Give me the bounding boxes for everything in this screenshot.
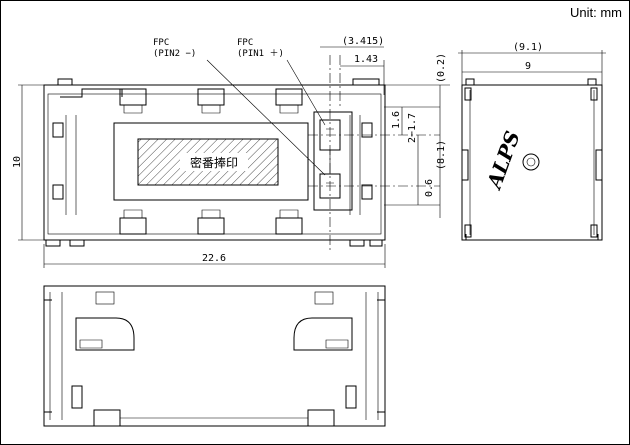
dim-226: 22.6 (202, 253, 226, 264)
dim-2-17: 2−1.7 (407, 113, 418, 143)
side-view: ALPS (9.1) 9 (458, 42, 606, 241)
top-view-body (43, 84, 386, 241)
side-view-body (461, 84, 603, 241)
top-view: 密番捧印 (43, 55, 440, 250)
dim-91: (9.1) (513, 42, 543, 53)
seal-print-text: 密番捧印 (190, 155, 238, 170)
fpc-pin2-title: FPC (153, 38, 169, 48)
dim-10: 10 (12, 156, 23, 168)
dim-02: (0.2) (436, 53, 447, 83)
dim-81: (8.1) (436, 140, 447, 170)
fpc-pin2-sub: (PIN2 −) (153, 49, 196, 59)
fpc-outline (313, 111, 353, 211)
dim-3415: (3.415) (342, 36, 384, 47)
label-area (113, 122, 309, 201)
bottom-view-body (43, 285, 386, 427)
dim-143: 1.43 (354, 54, 378, 65)
fpc-callouts: FPC (PIN2 −) FPC (PIN1 ＋) (153, 38, 326, 176)
alps-logo-text: ALPS (481, 128, 524, 194)
dim-16: 1.6 (391, 111, 402, 129)
unit-label: Unit: mm (570, 5, 622, 20)
bottom-view (43, 285, 386, 427)
dim-9: 9 (525, 61, 531, 72)
top-view-dimensions: (3.415) 1.43 1.6 2−1.7 0.6 (8.1) (0.2) 1… (12, 36, 450, 268)
fpc-pin1-title: FPC (237, 38, 253, 48)
fpc-pin1-sub: (PIN1 ＋) (237, 48, 284, 59)
dim-06: 0.6 (424, 179, 435, 197)
